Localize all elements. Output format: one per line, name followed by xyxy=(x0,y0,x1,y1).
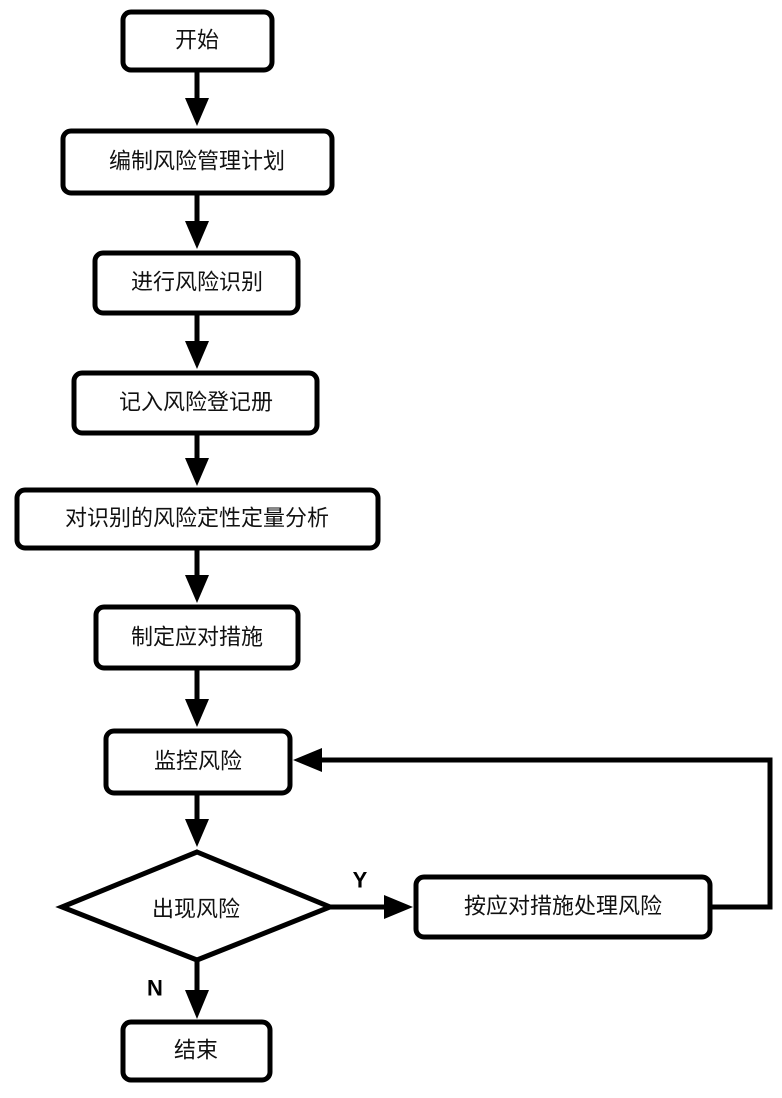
node-monitor-label: 监控风险 xyxy=(154,750,242,775)
node-identify: 进行风险识别 xyxy=(92,250,301,316)
node-start-label: 开始 xyxy=(175,29,219,54)
node-end: 结束 xyxy=(120,1019,273,1083)
edge-decision-to-end xyxy=(185,960,209,1019)
node-handle: 按应对措施处理风险 xyxy=(413,874,713,940)
node-respond: 制定应对措施 xyxy=(93,604,301,671)
node-register-label: 记入风险登记册 xyxy=(119,391,273,416)
branch-label-no: N xyxy=(147,976,163,1001)
edge-register-to-analyze xyxy=(185,433,209,486)
node-respond-label: 制定应对措施 xyxy=(131,626,263,651)
branch-label-yes: Y xyxy=(353,868,368,893)
node-handle-label: 按应对措施处理风险 xyxy=(464,895,662,920)
node-decision-label: 出现风险 xyxy=(152,898,240,923)
node-start: 开始 xyxy=(120,9,275,73)
node-plan-label: 编制风险管理计划 xyxy=(109,150,285,175)
node-analyze-label: 对识别的风险定性定量分析 xyxy=(65,507,329,532)
node-register: 记入风险登记册 xyxy=(71,370,320,436)
edges xyxy=(185,70,773,1019)
edge-respond-to-monitor xyxy=(185,668,209,727)
edge-analyze-to-respond xyxy=(185,548,209,603)
node-decision: 出现风险 xyxy=(55,849,337,963)
edge-handle-to-monitor-loop xyxy=(293,748,773,910)
edge-decision-to-handle xyxy=(330,895,413,919)
node-end-label: 结束 xyxy=(174,1039,218,1064)
edge-start-to-plan xyxy=(185,70,209,126)
node-identify-label: 进行风险识别 xyxy=(131,271,263,296)
node-monitor: 监控风险 xyxy=(103,728,293,796)
edge-monitor-to-decision xyxy=(185,793,209,847)
node-plan: 编制风险管理计划 xyxy=(60,128,335,196)
edge-plan-to-identify xyxy=(185,193,209,249)
node-analyze: 对识别的风险定性定量分析 xyxy=(14,487,381,551)
edge-identify-to-register xyxy=(185,313,209,369)
